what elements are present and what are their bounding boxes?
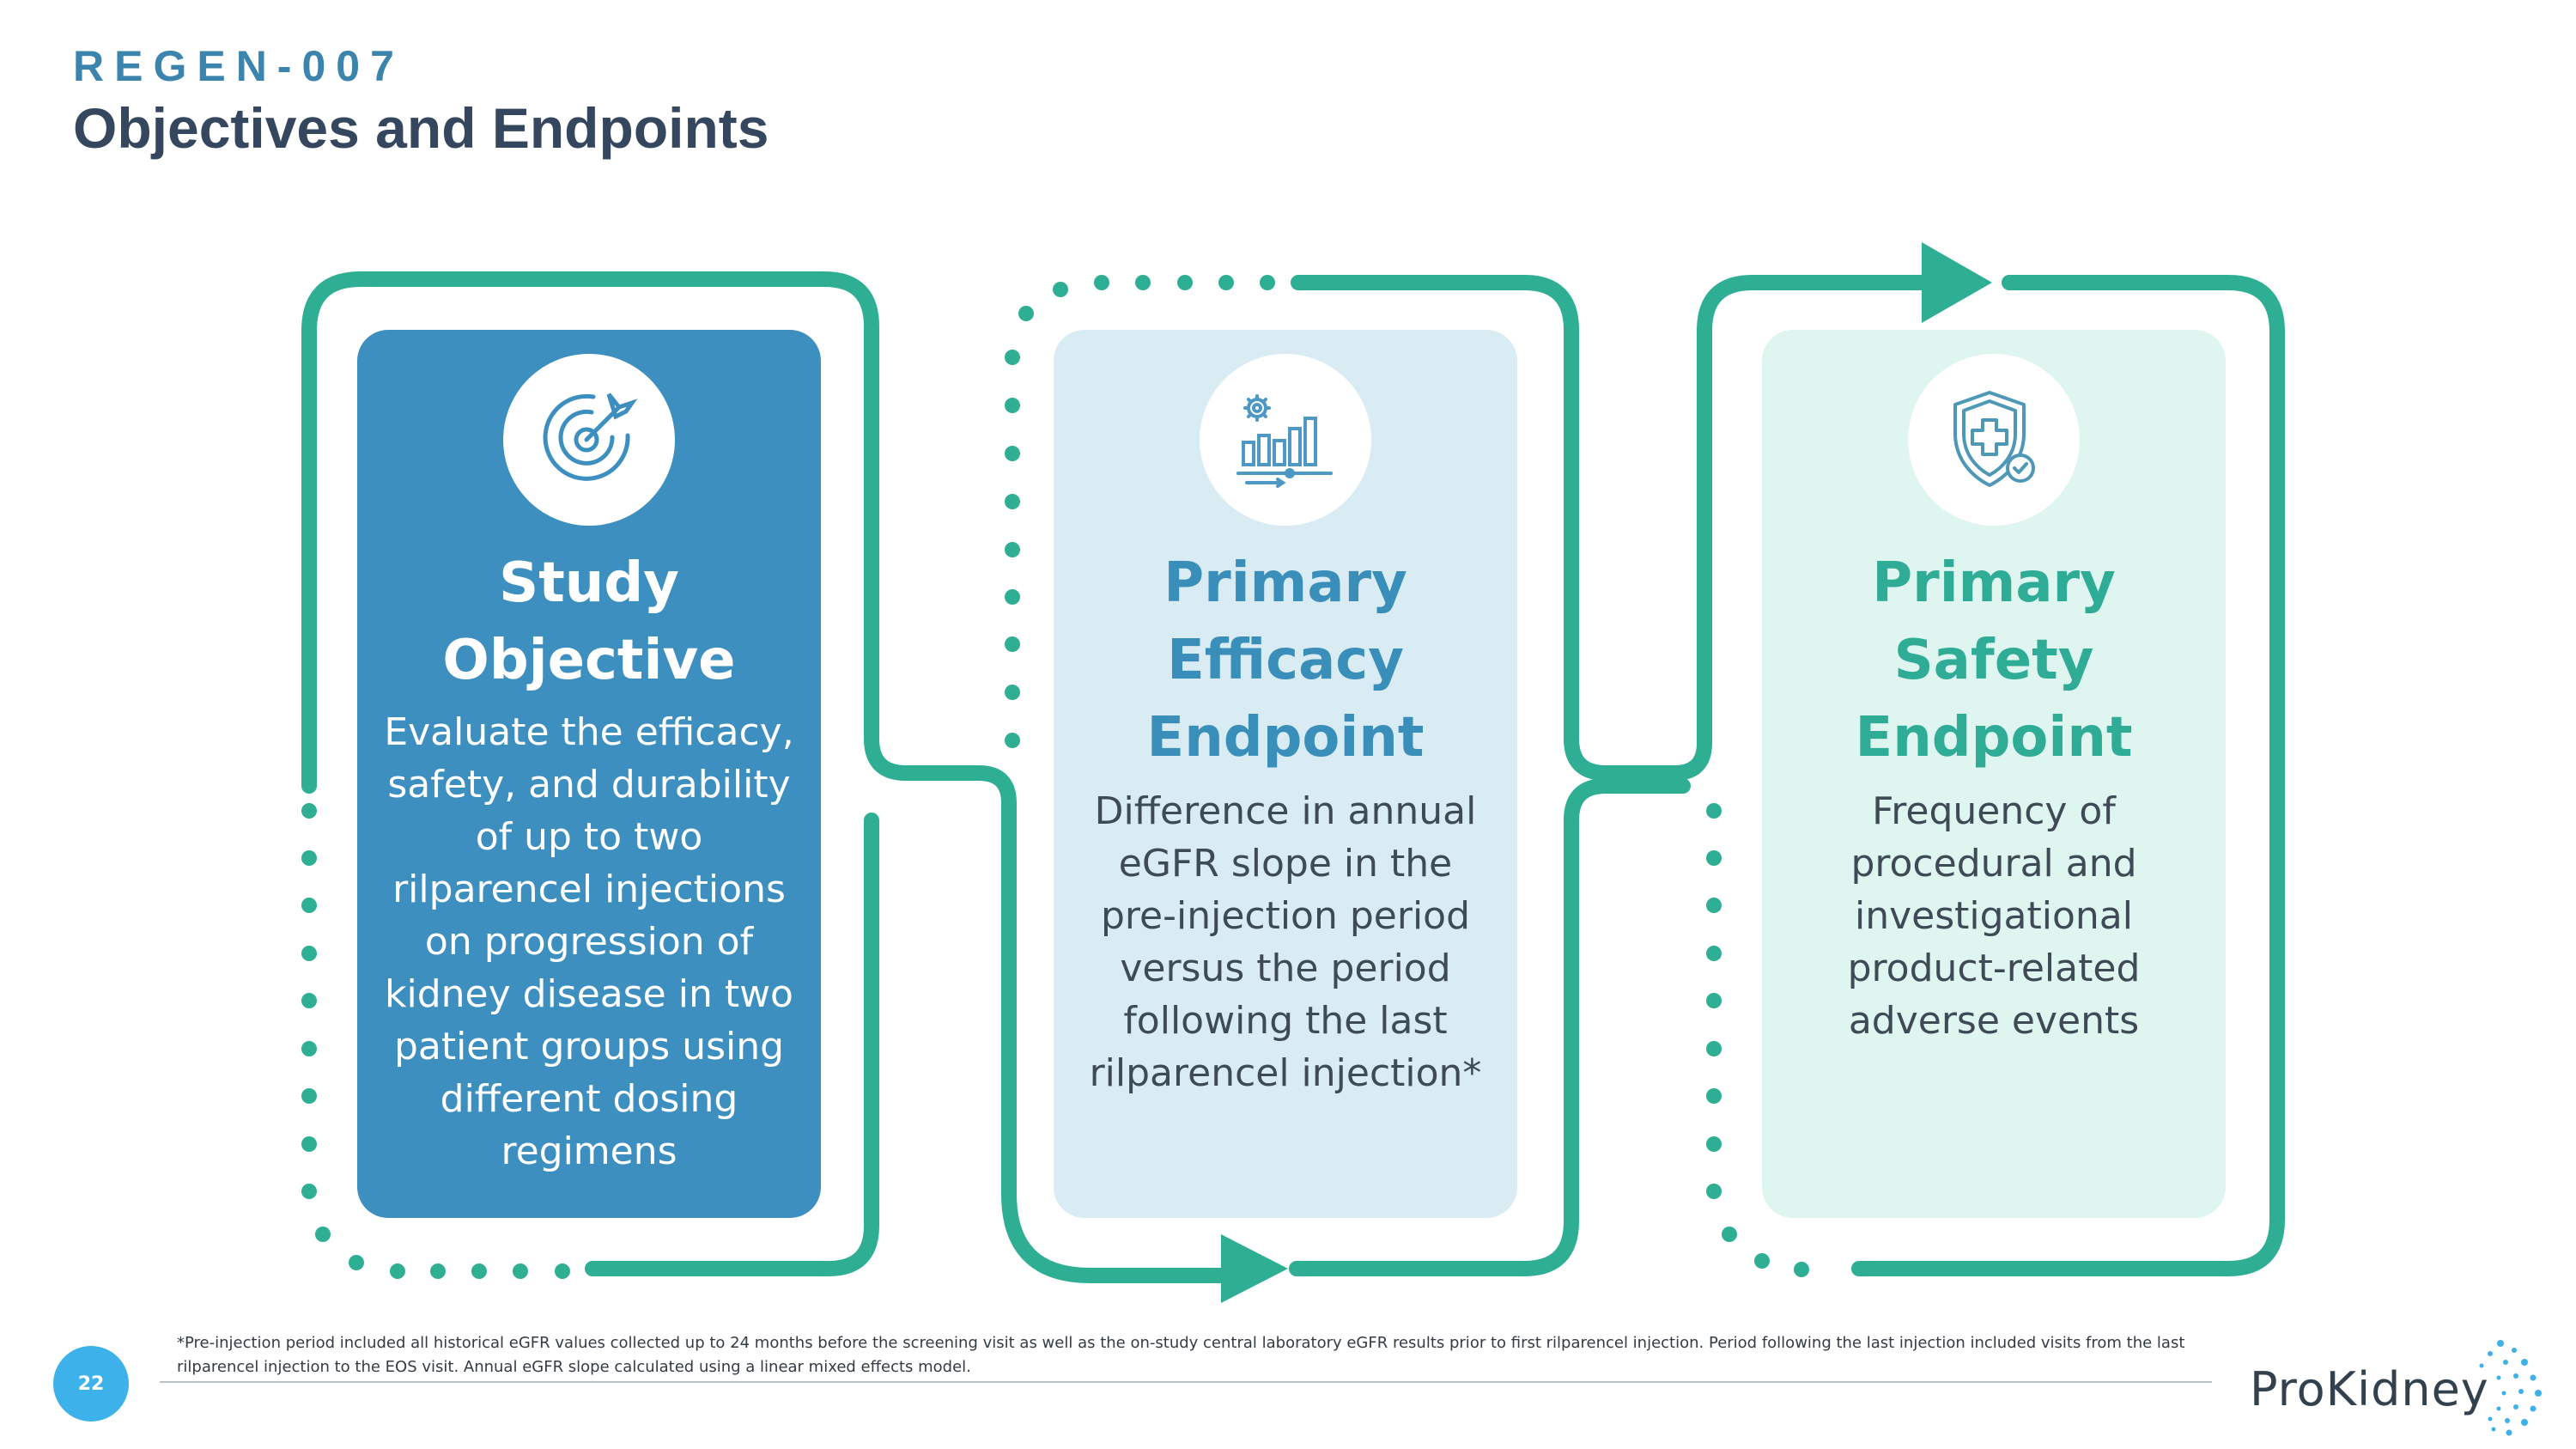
shield-icon-badge xyxy=(1908,354,2080,526)
logo-wordmark: ProKidney xyxy=(2250,1362,2489,1416)
card-body-text: Difference in annual eGFR slope in the p… xyxy=(1089,789,1482,1095)
flow-line-2-bottom xyxy=(1289,778,1691,1276)
chart-icon-badge xyxy=(1200,354,1371,526)
shield-cross-icon xyxy=(1953,391,2035,487)
target-icon xyxy=(543,393,638,481)
flow-line-1-bottom xyxy=(585,813,879,1276)
footer-divider xyxy=(160,1381,2212,1383)
page-number-badge: 22 xyxy=(53,1346,129,1422)
logo-dots-icon xyxy=(2479,1340,2542,1436)
primary-efficacy-card: Primary Efficacy Endpoint Difference in … xyxy=(1054,330,1517,1218)
study-objective-card: Study Objective Evaluate the efficacy, s… xyxy=(357,330,821,1218)
card-body-text: Evaluate the efficacy, safety, and durab… xyxy=(384,710,794,1173)
bar-chart-gear-icon xyxy=(1236,394,1333,488)
card-heading: Primary Safety Endpoint xyxy=(1855,551,2133,770)
target-icon-badge xyxy=(503,354,675,526)
prokidney-logo: ProKidney xyxy=(2250,1330,2550,1441)
flow-line-1-solid xyxy=(301,271,1229,1283)
card-body-text: Frequency of procedural and investigatio… xyxy=(1847,789,2141,1043)
flow-line-2-top xyxy=(1291,275,1929,781)
card-heading: Primary Efficacy Endpoint xyxy=(1146,551,1425,770)
page-title: Objectives and Endpoints xyxy=(73,96,769,160)
deck-code: REGEN-007 xyxy=(73,42,404,90)
primary-safety-card: Primary Safety Endpoint Frequency of pro… xyxy=(1762,330,2226,1218)
arrow-right-top xyxy=(1922,242,1992,323)
flow-line-3-top xyxy=(1851,275,2285,1276)
footnote: *Pre-injection period included all histo… xyxy=(177,1334,2185,1376)
card-heading: Study Objective xyxy=(442,551,736,692)
arrow-right-bottom xyxy=(1221,1234,1288,1303)
